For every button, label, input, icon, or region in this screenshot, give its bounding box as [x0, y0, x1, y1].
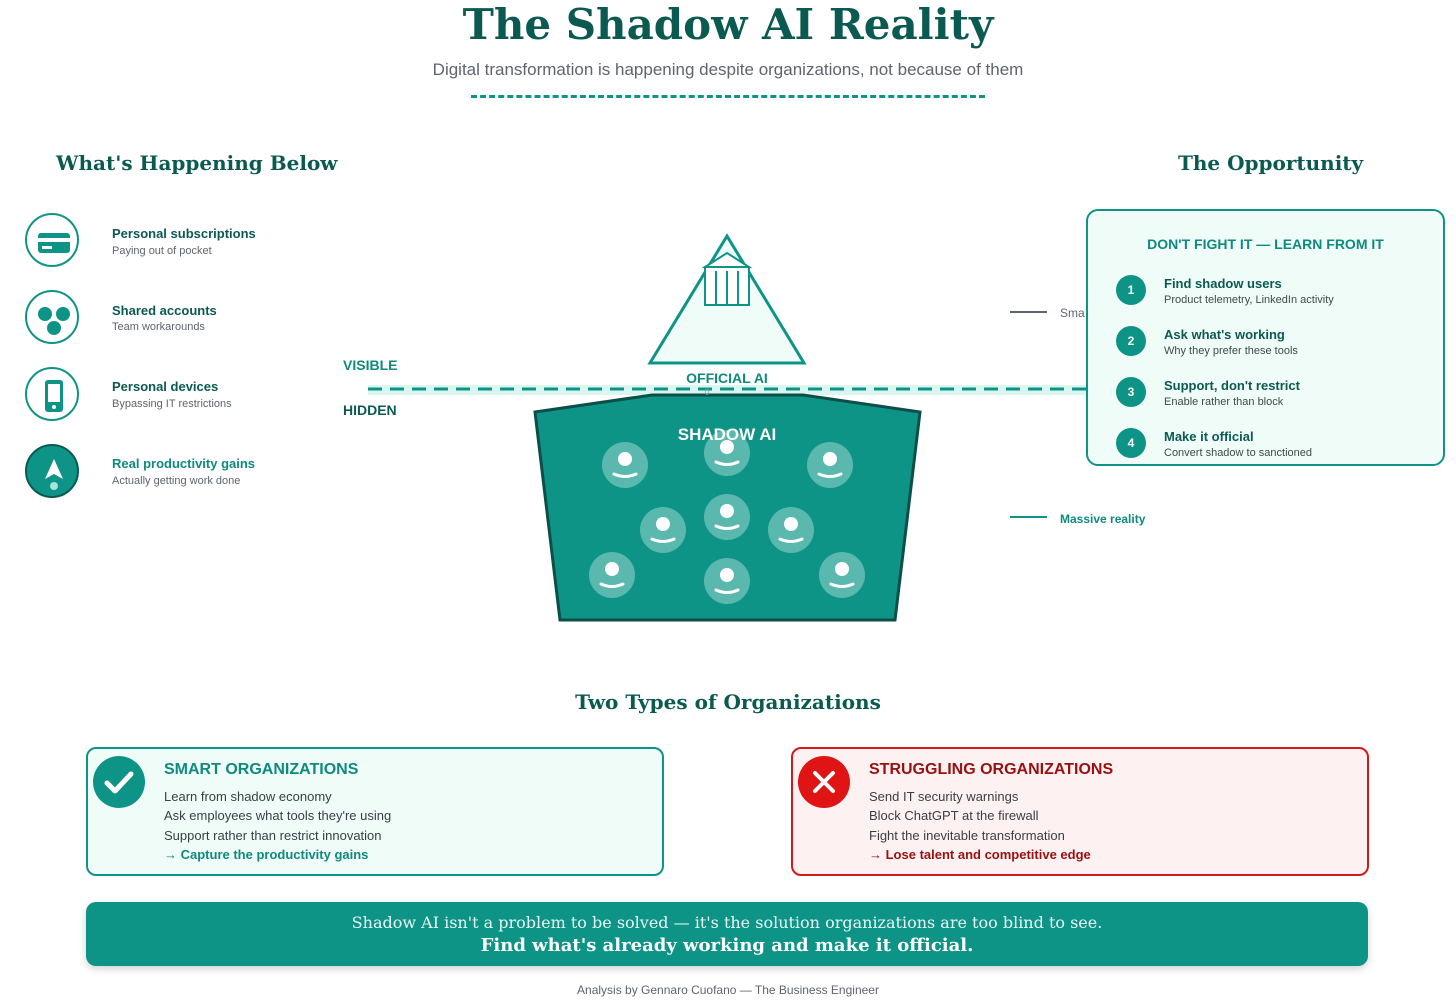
organizations-heading: Two Types of Organizations [575, 690, 881, 714]
struggling-organizations-title: STRUGGLING ORGANIZATIONS [869, 761, 1114, 778]
step-subtitle: Convert shadow to sanctioned [1164, 447, 1312, 459]
opportunity-box-heading: DON'T FIGHT IT — LEARN FROM IT [1147, 236, 1384, 252]
smart-point: Ask employees what tools they're using [164, 808, 392, 823]
iceberg-diagram [368, 233, 1088, 622]
page-subtitle: Digital transformation is happening desp… [432, 60, 1024, 79]
smart-point: Support rather than restrict innovation [164, 828, 382, 843]
shadow-ai-label: SHADOW AI [677, 425, 777, 444]
user-icon [819, 552, 865, 598]
hidden-label: HIDDEN [343, 402, 397, 418]
step-number: 3 [1116, 377, 1146, 407]
step-number: 1 [1116, 275, 1146, 305]
smart-organizations-card: SMART ORGANIZATIONS Learn from shadow ec… [86, 747, 664, 876]
user-icon [589, 552, 635, 598]
opportunity-box: DON'T FIGHT IT — LEARN FROM IT 1 Find sh… [1086, 209, 1445, 466]
close-icon [798, 756, 850, 808]
user-icon [768, 507, 814, 553]
item-subtitle: Actually getting work done [112, 475, 241, 487]
user-icon [640, 507, 686, 553]
smart-point: Learn from shadow economy [164, 789, 332, 804]
user-icon [704, 430, 750, 476]
callout-bottom-label: Massive reality [1060, 512, 1146, 526]
callout-top-label: Sma [1060, 306, 1085, 320]
item-title: Personal devices [112, 379, 219, 394]
title-divider [471, 95, 985, 98]
item-subtitle: Bypassing IT restrictions [112, 398, 232, 410]
official-ai-label: OFFICIAL AI [686, 370, 768, 386]
step-number: 4 [1116, 428, 1146, 458]
conclusion-banner: Shadow AI isn't a problem to be solved —… [86, 902, 1368, 966]
footer-credit: Analysis by Gennaro Cuofano — The Busine… [577, 983, 879, 997]
user-icon [704, 494, 750, 540]
step-subtitle: Enable rather than block [1164, 396, 1284, 408]
smart-organizations-title: SMART ORGANIZATIONS [164, 761, 359, 778]
struggling-organizations-card: STRUGGLING ORGANIZATIONS Send IT securit… [791, 747, 1369, 876]
item-title: Personal subscriptions [112, 226, 256, 241]
item-title: Shared accounts [112, 303, 217, 318]
official-ai-sublabel: 0 [704, 387, 710, 397]
step-title: Find shadow users [1164, 276, 1282, 291]
banner-line-1: Shadow AI isn't a problem to be solved —… [351, 913, 1103, 932]
struggling-point: Block ChatGPT at the firewall [869, 808, 1039, 823]
left-panel-heading: What's Happening Below [56, 151, 338, 175]
page-title: The Shadow AI Reality [462, 0, 994, 49]
struggling-point: Fight the inevitable transformation [869, 828, 1065, 843]
shared-nodes-icon [25, 290, 79, 344]
credit-card-icon [25, 213, 79, 267]
step-title: Support, don't restrict [1164, 378, 1300, 393]
arrow-up-icon [25, 444, 79, 498]
shadow-users [589, 430, 865, 604]
item-title: Real productivity gains [112, 456, 256, 471]
step-subtitle: Product telemetry, LinkedIn activity [1164, 294, 1334, 306]
struggling-point: Send IT security warnings [869, 789, 1019, 804]
step-title: Ask what's working [1164, 327, 1285, 342]
user-icon [807, 442, 853, 488]
smartphone-icon [25, 367, 79, 421]
struggling-outcome: → Lose talent and competitive edge [869, 847, 1091, 862]
user-icon [704, 558, 750, 604]
checkmark-icon [93, 756, 145, 808]
banner-line-2: Find what's already working and make it … [480, 935, 974, 956]
step-number: 2 [1116, 326, 1146, 356]
item-subtitle: Team workarounds [112, 321, 205, 333]
right-panel-heading: The Opportunity [1178, 151, 1364, 175]
smart-outcome: → Capture the productivity gains [164, 847, 369, 862]
user-icon [602, 442, 648, 488]
step-title: Make it official [1164, 429, 1254, 444]
visible-label: VISIBLE [343, 357, 398, 373]
building-icon [701, 251, 753, 306]
item-subtitle: Paying out of pocket [112, 245, 212, 257]
step-subtitle: Why they prefer these tools [1164, 345, 1298, 357]
